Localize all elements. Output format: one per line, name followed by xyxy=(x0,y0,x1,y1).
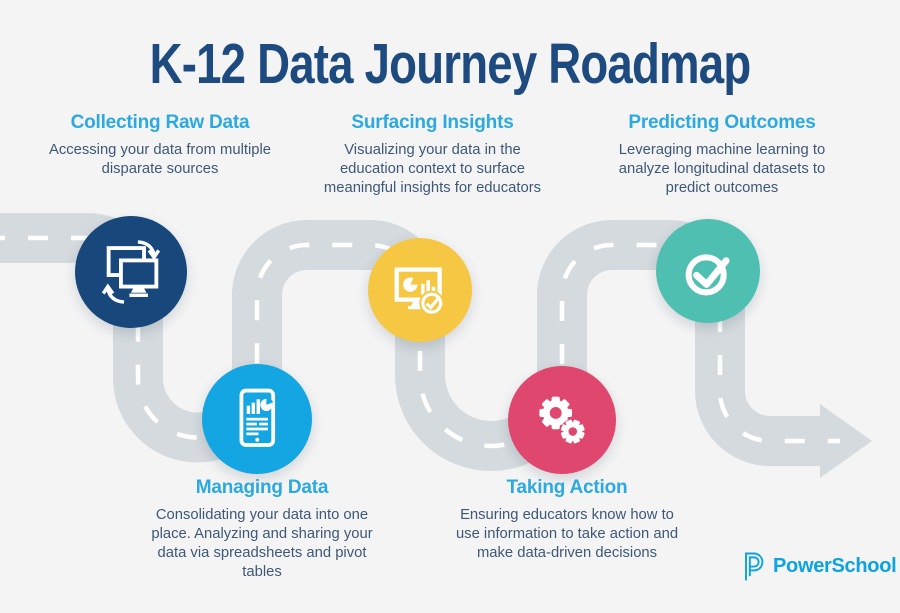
brand-logo: PowerSchool xyxy=(741,550,897,583)
label-managing-data: Managing Data Consolidating your data in… xyxy=(144,477,380,582)
label-taking-action: Taking Action Ensuring educators know ho… xyxy=(449,477,685,563)
milestone-circle-predicting-outcomes xyxy=(656,219,760,323)
milestone-heading: Managing Data xyxy=(195,477,329,498)
brand-name: PowerSchool xyxy=(773,555,897,577)
gears-icon xyxy=(539,396,586,445)
label-collecting-raw-data: Collecting Raw Data Accessing your data … xyxy=(45,112,275,179)
milestone-circle-collecting-raw-data xyxy=(75,216,187,328)
monitors-sync-icon xyxy=(101,240,161,304)
milestone-circle-managing-data xyxy=(202,364,312,474)
milestone-description: Ensuring educators know how to use infor… xyxy=(455,507,679,561)
label-surfacing-insights: Surfacing Insights Visualizing your data… xyxy=(320,112,545,198)
label-predicting-outcomes: Predicting Outcomes Leveraging machine l… xyxy=(602,112,842,198)
milestone-description: Leveraging machine learning to analyze l… xyxy=(618,142,826,196)
road-arrow-head xyxy=(820,404,872,478)
milestone-description: Accessing your data from multiple dispar… xyxy=(48,142,272,177)
tablet-report-icon xyxy=(239,388,275,447)
milestone-circle-surfacing-insights xyxy=(368,238,472,342)
milestone-description: Consolidating your data into one place. … xyxy=(151,507,373,580)
milestone-heading: Taking Action xyxy=(506,477,628,498)
monitor-analytics-icon xyxy=(394,267,444,316)
milestone-heading: Predicting Outcomes xyxy=(628,112,816,133)
milestone-heading: Collecting Raw Data xyxy=(70,112,250,133)
powerschool-p-icon xyxy=(745,552,764,581)
milestone-heading: Surfacing Insights xyxy=(351,112,514,133)
page-title: K-12 Data Journey Roadmap xyxy=(149,32,752,96)
milestone-description: Visualizing your data in the education c… xyxy=(323,142,542,196)
check-circle-icon xyxy=(685,254,730,296)
milestone-circle-taking-action xyxy=(508,366,616,474)
